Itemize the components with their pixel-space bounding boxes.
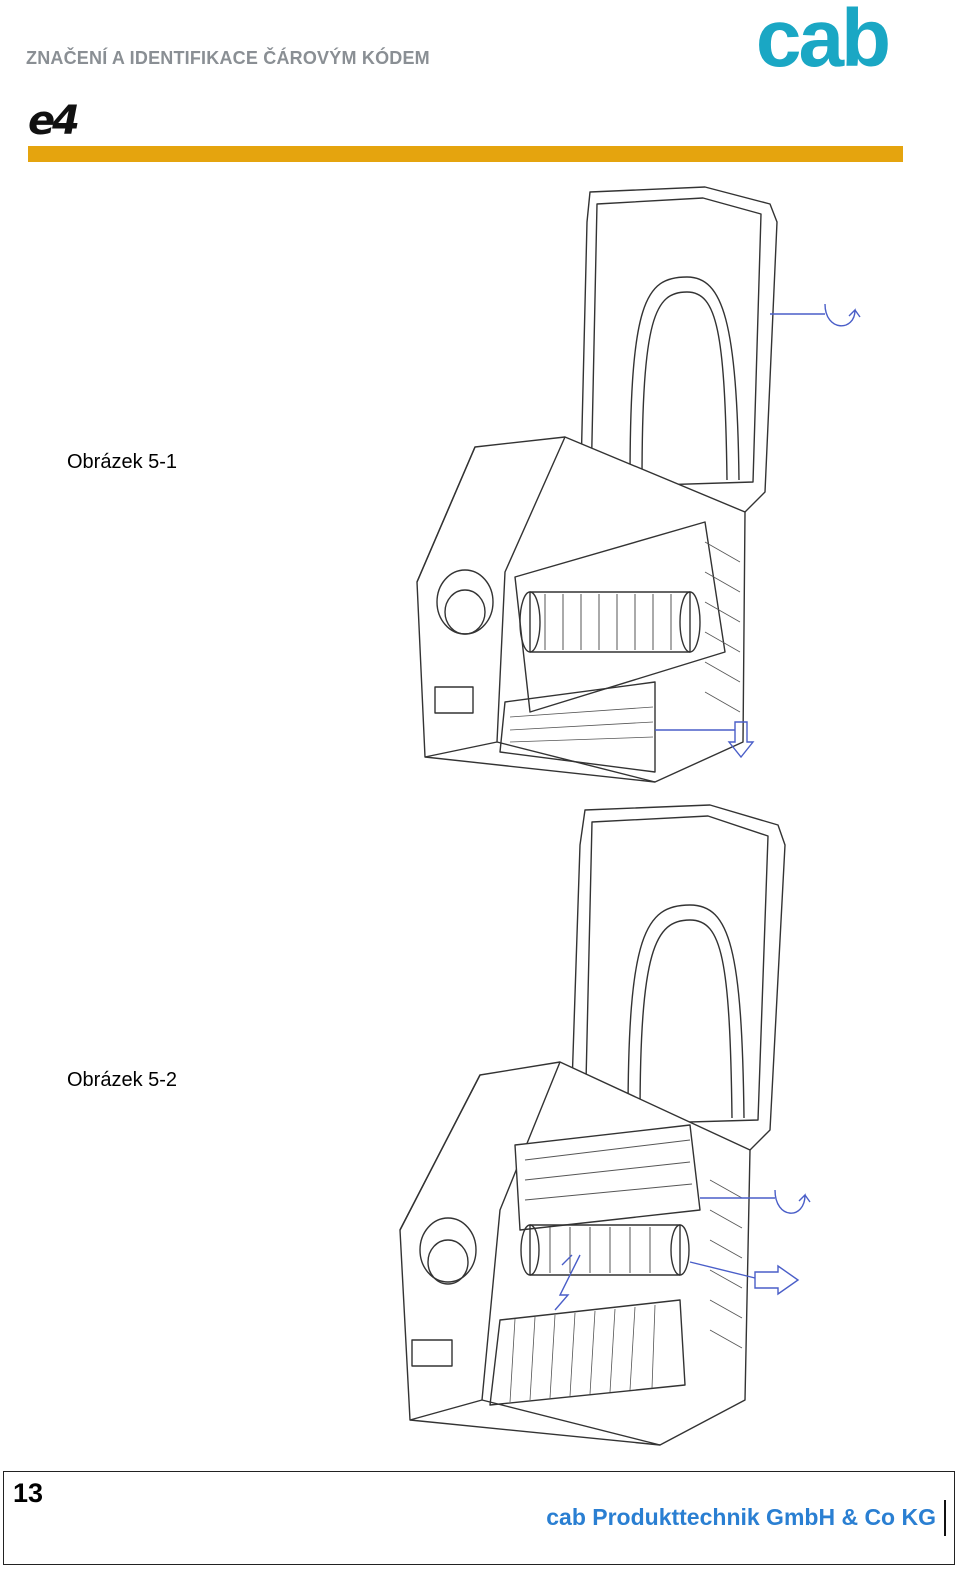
figure-caption-2: Obrázek 5-2: [67, 1069, 178, 1091]
svg-text:cab: cab: [756, 2, 888, 72]
cab-logo: cab: [756, 2, 891, 72]
e4-model-logo: e4: [28, 98, 81, 142]
company-name: cab Produkttechnik GmbH & Co KG: [546, 1504, 936, 1530]
printer-illustration-2: [399, 804, 811, 1446]
printer-illustration-1: [416, 186, 861, 783]
header-title: ZNAČENÍ A IDENTIFIKACE ČÁROVÝM KÓDEM: [26, 48, 430, 68]
svg-text:e4: e4: [28, 98, 78, 142]
page-footer: 13 cab Produkttechnik GmbH & Co KG: [3, 1471, 955, 1565]
accent-bar: [28, 146, 903, 162]
page-number: 13: [13, 1478, 44, 1508]
text-cursor: [944, 1500, 946, 1536]
figure-caption-1: Obrázek 5-1: [67, 451, 178, 473]
